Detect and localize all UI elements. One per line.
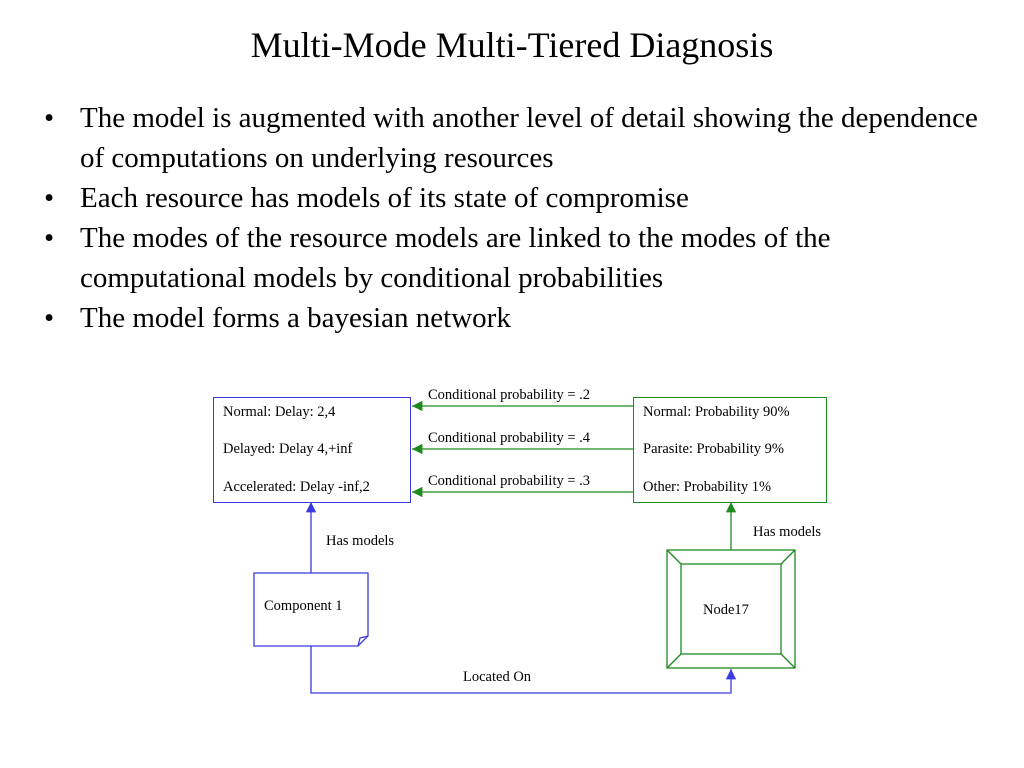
bullet-item: • The modes of the resource models are li… [44,218,984,298]
component-mode-normal: Normal: Delay: 2,4 [223,404,336,420]
located-on-arrow [310,646,737,694]
bullet-marker: • [44,222,55,254]
component-shape [253,572,369,647]
bullet-item: • The model forms a bayesian network [44,298,984,338]
bullet-text: The model forms a bayesian network [80,302,511,334]
resource-mode-other: Other: Probability 1% [643,479,772,495]
component-label: Component 1 [264,598,343,614]
component-fold [357,635,369,647]
resource-mode-parasite: Parasite: Probability 9% [643,441,784,457]
located-on-label: Located On [463,669,532,685]
slide-title: Multi-Mode Multi-Tiered Diagnosis [250,25,774,65]
node-label: Node17 [703,602,749,618]
resource-mode-normal: Normal: Probability 90% [643,404,790,420]
has-models-label-right: Has models [753,524,822,540]
component-mode-accelerated: Accelerated: Delay -inf,2 [223,479,370,495]
bullet-marker: • [44,302,55,334]
component-modes-box [213,397,411,503]
bullet-text: The modes of the resource models are lin… [80,222,831,294]
has-models-label-left: Has models [326,533,395,549]
node-shape [666,549,796,669]
link-label-accelerated: Conditional probability = .3 [428,473,591,489]
bullet-marker: • [44,182,55,214]
bullet-text: Each resource has models of its state of… [80,182,689,214]
bullet-item: • Each resource has models of its state o… [44,178,984,218]
bullet-list: • The model is augmented with another lev… [44,98,984,338]
bullet-text: The model is augmented with another leve… [80,102,978,174]
bullet-marker: • [44,102,55,134]
link-label-delayed: Conditional probability = .4 [428,430,591,446]
resource-modes-box [633,397,827,503]
component-mode-delayed: Delayed: Delay 4,+inf [223,441,353,457]
bullet-item: • The model is augmented with another lev… [44,98,984,178]
link-label-normal: Conditional probability = .2 [428,387,591,403]
